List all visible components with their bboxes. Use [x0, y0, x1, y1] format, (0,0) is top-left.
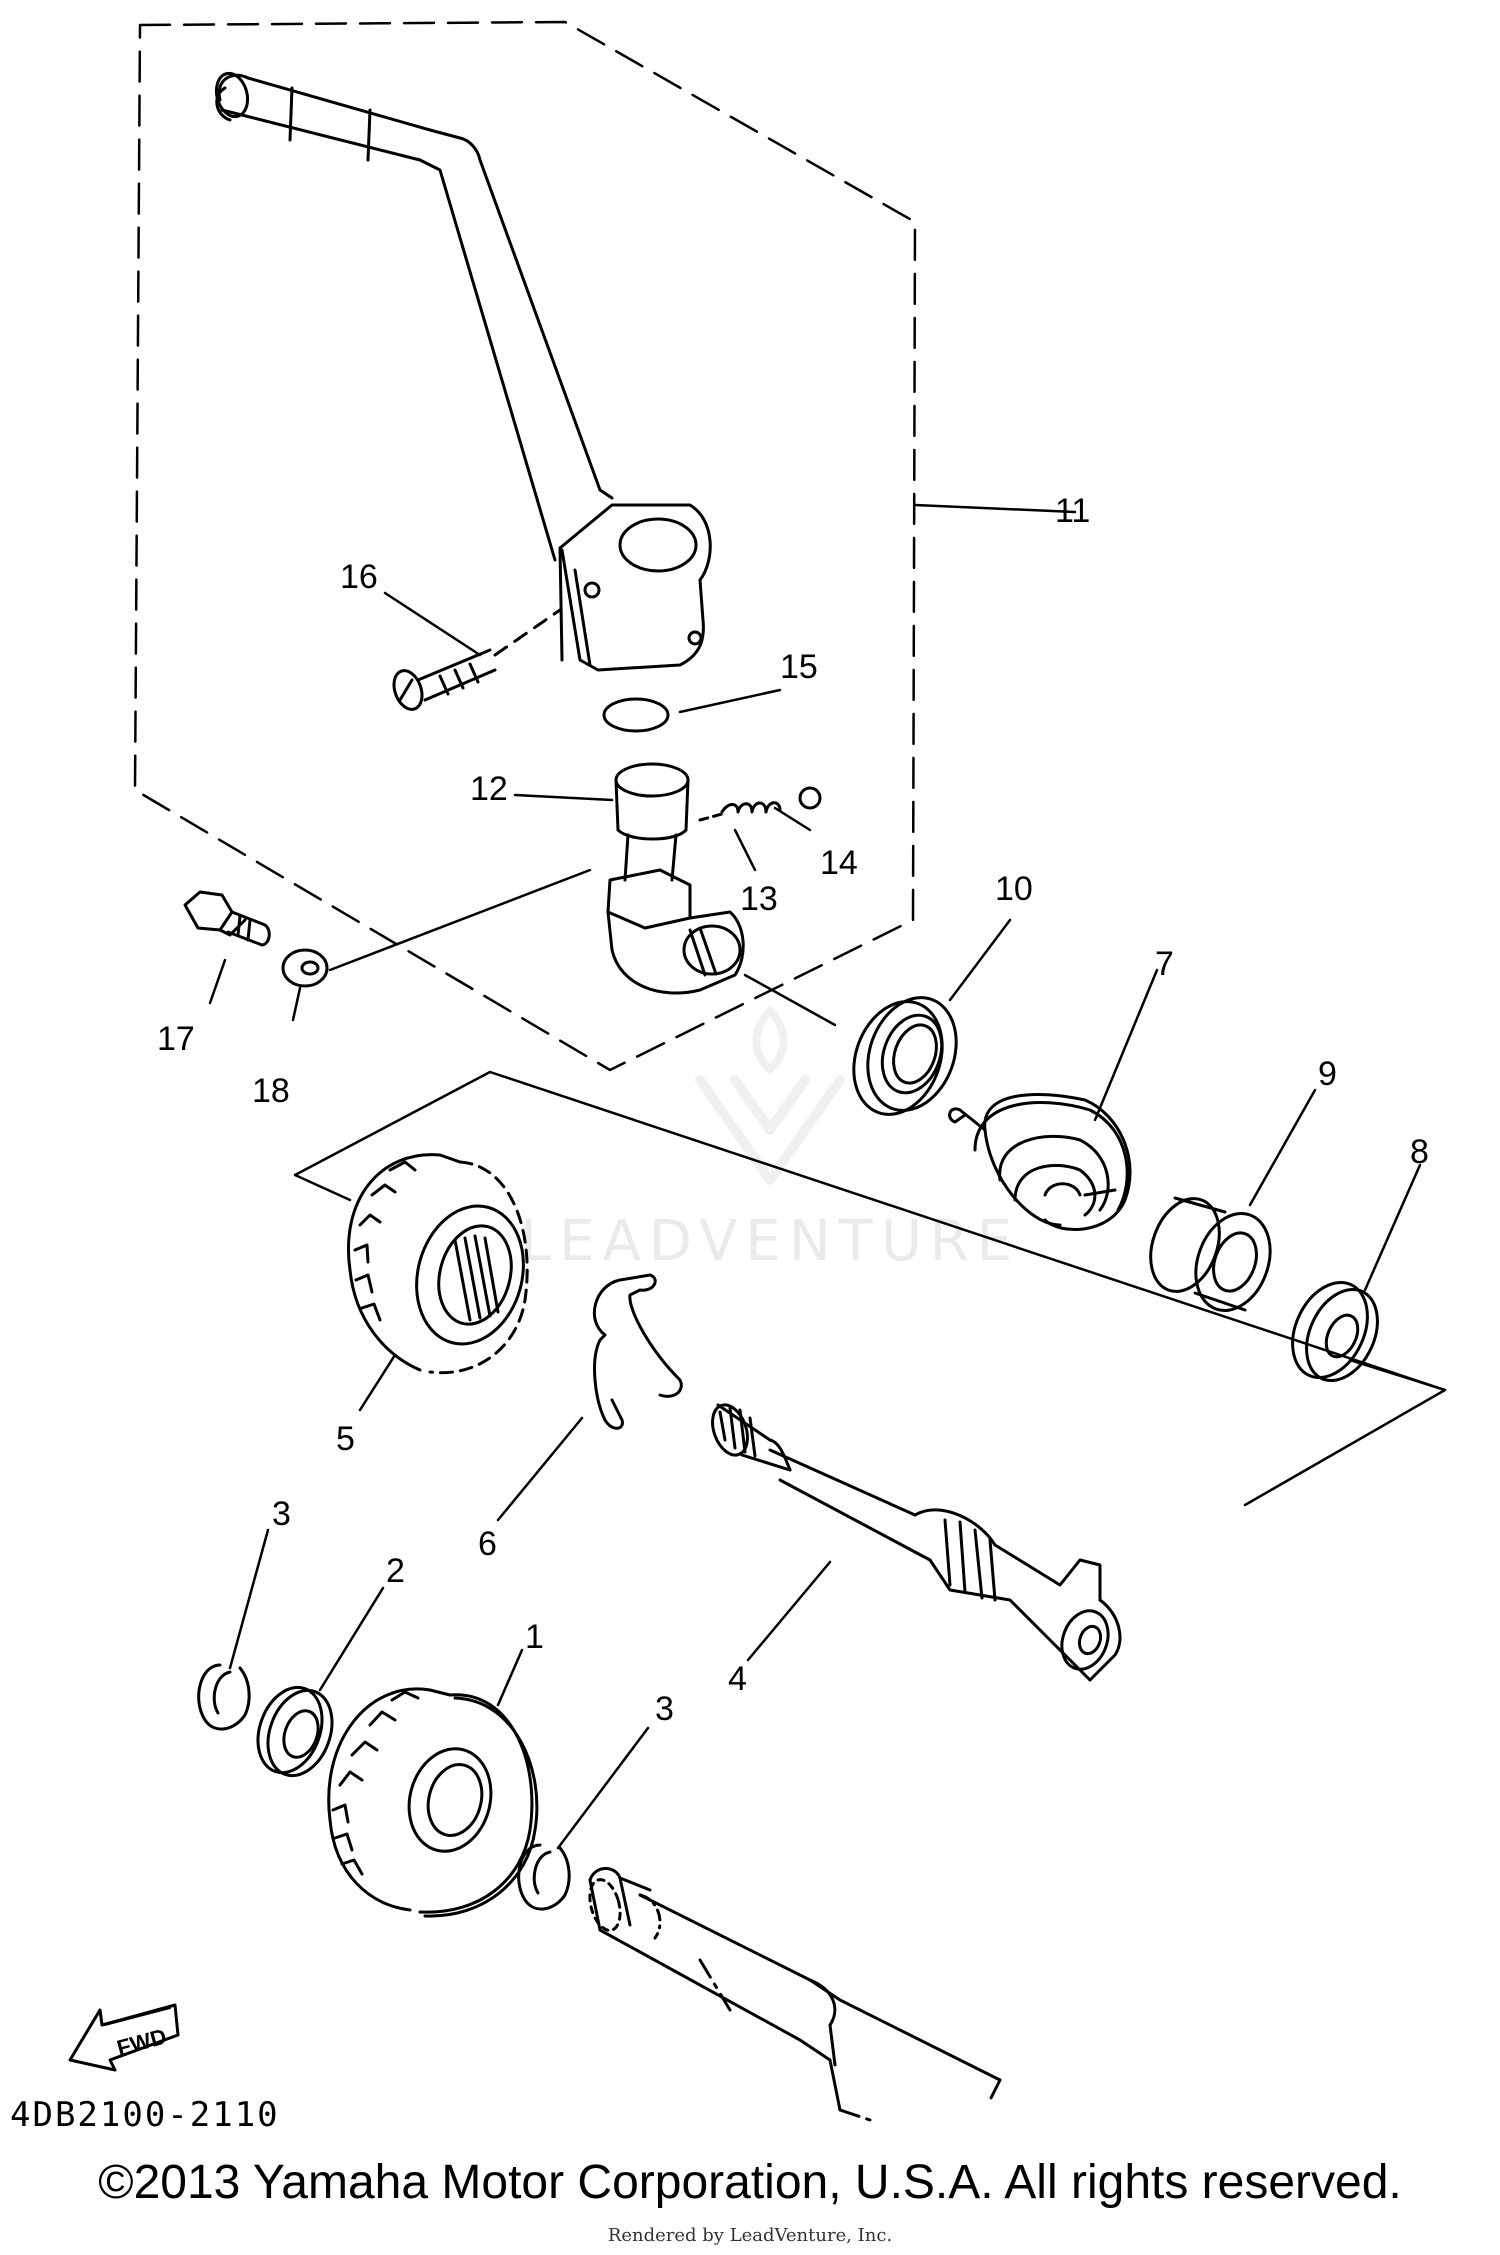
rendered-by-notice: Rendered by LeadVenture, Inc. [607, 2225, 893, 2246]
callout-15: 15 [780, 648, 818, 686]
leadventure-watermark: LEADVENTURE [520, 1006, 1020, 1274]
callout-6: 6 [478, 1525, 497, 1563]
callout-13: 13 [740, 880, 778, 918]
washer-2 [256, 1685, 334, 1778]
oil-seal-10 [852, 996, 958, 1116]
callout-5: 5 [336, 1420, 355, 1458]
ball-14 [798, 786, 822, 810]
callout-18: 18 [252, 1072, 290, 1110]
callout-labels: 11 16 15 12 13 14 17 18 10 7 9 8 5 6 3 2… [114, 492, 1429, 2061]
callout-12: 12 [470, 770, 508, 808]
callout-8: 8 [1410, 1133, 1429, 1171]
collar-9 [1149, 1196, 1272, 1312]
callout-2: 2 [386, 1552, 405, 1590]
svg-text:LEADVENTURE: LEADVENTURE [520, 1209, 1020, 1274]
callout-16: 16 [340, 558, 378, 596]
callout-14: 14 [820, 844, 858, 882]
kick-crank-lever [214, 71, 712, 672]
kick-axle-12 [606, 762, 745, 995]
fwd-arrow-icon [68, 2003, 180, 2072]
kick-shaft-4 [711, 1403, 1122, 1682]
spring-13 [698, 801, 782, 822]
clip-6 [592, 1273, 683, 1430]
circlip-3a [197, 1663, 251, 1731]
callout-3b: 3 [655, 1690, 674, 1728]
callout-9: 9 [1318, 1055, 1337, 1093]
leader-lines [208, 503, 1422, 1850]
callout-17: 17 [157, 1020, 195, 1058]
callout-1: 1 [525, 1618, 544, 1656]
callout-10: 10 [995, 870, 1033, 908]
circlip-3b [517, 1843, 571, 1911]
assembly-11-boundary [133, 20, 917, 1072]
torsion-spring-7 [948, 1092, 1132, 1231]
washer-18 [281, 948, 329, 988]
callout-4: 4 [728, 1660, 747, 1698]
o-ring-15 [602, 697, 670, 733]
fwd-label: FWD [114, 2024, 169, 2061]
bolt-17 [183, 890, 271, 947]
washer-8 [1291, 1280, 1379, 1383]
kick-gear-1 [327, 1687, 539, 1918]
callout-7: 7 [1155, 945, 1174, 983]
bolt-16 [392, 608, 562, 711]
copyright-notice: ©2013 Yamaha Motor Corporation, U.S.A. A… [98, 2156, 1402, 2209]
shaft-assembly-boundary [293, 1070, 1447, 1507]
main-axle-reference [588, 1867, 1002, 2122]
ratchet-gear-5 [347, 1153, 529, 1375]
drawing-number: 4DB2100-2110 [10, 2095, 280, 2135]
callout-11: 11 [1055, 492, 1090, 530]
callout-3a: 3 [272, 1495, 291, 1533]
